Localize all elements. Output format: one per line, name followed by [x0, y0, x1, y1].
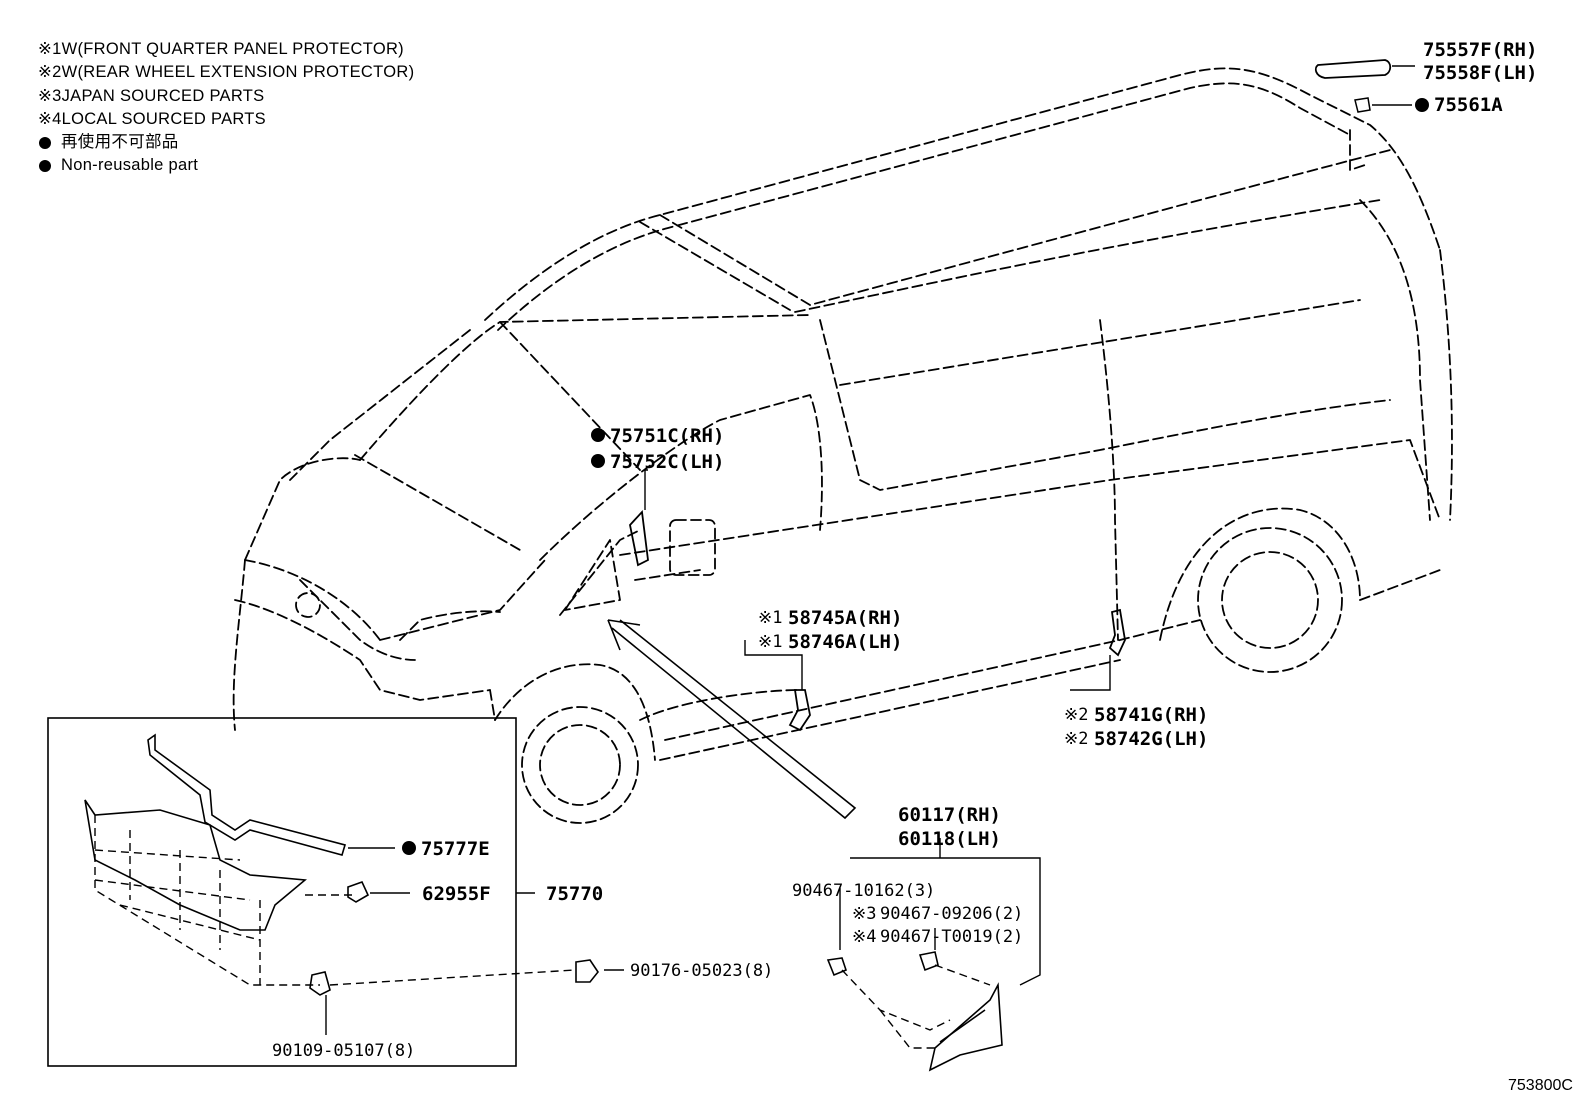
- legend-text: 再使用不可部品: [61, 133, 179, 152]
- mark-2-a: ※2: [1064, 705, 1088, 725]
- legend-text: Non-reusable part: [61, 156, 199, 175]
- rear-wheel-protector-shape: [1108, 608, 1126, 657]
- legend-text: W(FRONT QUARTER PANEL PROTECTOR): [61, 40, 404, 58]
- legend-item-3: ※3 JAPAN SOURCED PARTS: [38, 85, 414, 108]
- non-reusable-dot-icon: [1415, 98, 1429, 112]
- part-label-62955f: 62955F: [422, 883, 491, 905]
- clip-shapes: [309, 881, 939, 996]
- quarter-protector-detail: [928, 982, 1003, 1072]
- part-label-75777e: 75777E: [421, 838, 490, 860]
- legend-mark: ※3: [38, 86, 62, 105]
- mark-3: ※3: [852, 904, 876, 924]
- part-label-75557f: 75557F(RH): [1423, 39, 1537, 61]
- legend-mark: ※1: [38, 40, 62, 58]
- part-label-58745a: 58745A(RH): [788, 607, 902, 629]
- legend-item-4: ※4 LOCAL SOURCED PARTS: [38, 108, 414, 131]
- mark-1-a: ※1: [758, 608, 782, 628]
- front-quarter-protector-shape: [788, 689, 811, 732]
- part-label-58742g: 58742G(LH): [1094, 728, 1208, 750]
- legend: ※1 W(FRONT QUARTER PANEL PROTECTOR) ※2 W…: [38, 38, 414, 178]
- legend-item-6: Non-reusable part: [38, 154, 414, 177]
- legend-text: W(REAR WHEEL EXTENSION PROTECTOR): [61, 63, 415, 82]
- legend-text: LOCAL SOURCED PARTS: [61, 109, 266, 128]
- part-label-75752c: 75752C(LH): [610, 451, 724, 473]
- grille-garnish-drawing: [84, 733, 347, 931]
- mark-1-b: ※1: [758, 632, 782, 652]
- non-reusable-dot-icon: [39, 136, 51, 149]
- part-label-90176-05023: 90176-05023(8): [630, 961, 773, 981]
- part-label-90467-t0019: 90467-T0019(2): [880, 927, 1023, 947]
- legend-item-1: ※1 W(FRONT QUARTER PANEL PROTECTOR): [38, 38, 414, 61]
- van-body-outline: [232, 67, 1453, 824]
- legend-item-5: 再使用不可部品: [38, 131, 414, 154]
- part-label-58746a: 58746A(LH): [788, 631, 902, 653]
- quarter-protector-dashed: [841, 964, 991, 1049]
- roof-clip-shape: [1354, 97, 1371, 113]
- roof-end-cap-shape: [1314, 59, 1392, 79]
- legend-mark: ※4: [38, 109, 62, 128]
- part-label-90467-10162: 90467-10162(3): [792, 881, 935, 901]
- detail-arrow: [607, 619, 857, 820]
- legend-item-2: ※2 W(REAR WHEEL EXTENSION PROTECTOR): [38, 61, 414, 84]
- part-label-75561a: 75561A: [1434, 94, 1503, 116]
- grille-detail-box: [47, 717, 517, 1067]
- mark-2-b: ※2: [1064, 729, 1088, 749]
- part-label-75770: 75770: [546, 883, 603, 905]
- diagram-code: 753800C: [1508, 1077, 1573, 1094]
- part-label-90467-09206: 90467-09206(2): [880, 904, 1023, 924]
- part-label-60117: 60117(RH): [898, 804, 1001, 826]
- part-label-75751c: 75751C(RH): [610, 425, 724, 447]
- grille-dashed-fasteners: [94, 815, 576, 986]
- non-reusable-dot-icon: [39, 160, 51, 173]
- part-label-75558f: 75558F(LH): [1423, 62, 1537, 84]
- a-pillar-molding-shape: [629, 509, 649, 567]
- part-label-58741g: 58741G(RH): [1094, 704, 1208, 726]
- leader-lines: [325, 65, 1415, 1035]
- non-reusable-dot-icon: [591, 454, 605, 468]
- part-label-60118: 60118(LH): [898, 828, 1001, 850]
- legend-mark: ※2: [38, 63, 62, 82]
- non-reusable-dot-icon: [591, 428, 605, 442]
- legend-text: JAPAN SOURCED PARTS: [61, 86, 265, 105]
- mark-4: ※4: [852, 927, 876, 947]
- non-reusable-dot-icon: [402, 841, 416, 855]
- part-label-90109-05107: 90109-05107(8): [272, 1041, 415, 1061]
